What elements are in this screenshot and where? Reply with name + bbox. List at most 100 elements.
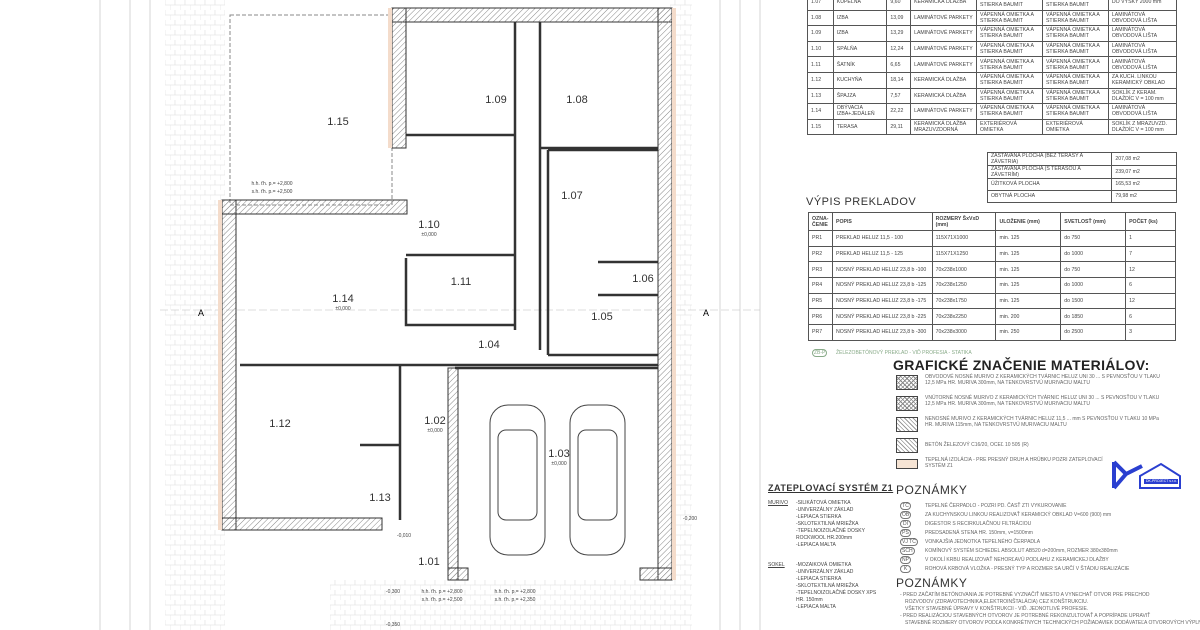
table-cell: 1.10: [807, 40, 834, 58]
notes-title: POZNÁMKY: [896, 576, 968, 590]
table-cell: SOKLÍK Z MRAZUVZD. DLAŽDÍC V = 100 mm: [1107, 118, 1178, 136]
table-cell: PR5: [808, 292, 833, 310]
material-label: VNÚTORNÉ NOSNÉ MURIVO Z KERAMICKÝCH TVÁR…: [925, 395, 1160, 407]
terrace-outline: [229, 14, 393, 206]
room-label: 1.07: [561, 190, 582, 202]
note-text: KOMÍNOVÝ SYSTÉM SCHIEDEL ABSOLUT AB520 d…: [925, 548, 1118, 554]
room-label: 1.06: [632, 273, 653, 285]
column-header: OZNA-ČENIE: [808, 212, 833, 231]
table-cell: do 2500: [1060, 324, 1127, 341]
interior-walls: [240, 22, 658, 520]
note-symbol: OB: [900, 511, 912, 519]
insulation-layer: -UNIVERZÁLNY ZÁKLAD: [796, 507, 854, 513]
table-cell: ŠATNÍK: [832, 56, 888, 73]
room-label: 1.14: [332, 293, 353, 305]
table-cell: do 1000: [1060, 277, 1127, 294]
note-symbol: TČ: [900, 502, 911, 510]
insulation-layer: -SILIKÁTOVÁ OMIETKA: [796, 500, 851, 506]
table-cell: SOKLÍK Z KERAM. DLAŽDÍC V = 100 mm: [1107, 87, 1178, 105]
table-cell: 70x238x1750: [931, 292, 997, 310]
table-cell: do 750: [1060, 261, 1127, 279]
table-cell: 6: [1125, 277, 1176, 294]
table-cell: do 1500: [1060, 292, 1127, 310]
table-cell: NOSNÝ PREKLAD HELUZ 23,8 b -125: [831, 277, 933, 294]
table-cell: 1: [1125, 230, 1176, 247]
insulation-layer: HR. 150mm: [796, 597, 823, 603]
table-cell: VÁPENNÁ OMIETKA A STIERKA BAUMIT: [1041, 40, 1109, 58]
table-cell: SPÁLŇA: [832, 40, 888, 58]
materials-title: GRAFICKÉ ZNAČENIE MATERIÁLOV:: [893, 357, 1150, 373]
table-cell: ŠPAJZA: [832, 87, 888, 105]
table-cell: VÁPENNÁ OMIETKA A STIERKA BAUMIT: [976, 103, 1043, 120]
lintel-footnote: ŽELEZOBETÓNOVÝ PREKLAD - VIĎ PROFESIA - …: [836, 350, 972, 356]
table-cell: ÚŽITKOVÁ PLOCHA: [986, 178, 1113, 191]
insulation-layer: -TEPELNOIZOLAČNÉ DOSKY: [796, 528, 865, 534]
room-label: 1.12: [269, 418, 290, 430]
table-cell: NOSNÝ PREKLAD HELUZ 23,8 b -175: [831, 292, 933, 310]
room-label: 1.02: [424, 415, 445, 427]
note-text: VONKAJŠIA JEDNOTKA TEPELNÉHO ČERPADLA: [925, 539, 1041, 545]
note-symbol: K: [900, 565, 911, 573]
insulation-layer: -LEPIACA STIERKA: [796, 576, 842, 582]
table-cell: ZA KUCH. LINKOU KERAMICKÝ OBKLAD: [1107, 71, 1178, 89]
table-cell: VÁPENNÁ OMIETKA A STIERKA BAUMIT: [976, 9, 1043, 27]
table-cell: 7,57: [886, 87, 912, 105]
table-cell: PR2: [808, 245, 833, 263]
room-label: 1.10: [418, 219, 439, 231]
table-cell: KERAMICKÁ DLAŽBA: [910, 87, 978, 105]
car-icon: [489, 404, 626, 556]
table-cell: IZBA: [832, 9, 888, 27]
insulation-layer: -TEPELNOIZOLAČNÉ DOSKY XPS: [796, 590, 877, 596]
table-cell: LAMINÁTOVÉ PARKETY: [910, 40, 978, 58]
lintel-symbol: ŽB-P: [812, 349, 828, 357]
room-label: 1.13: [369, 492, 390, 504]
note-text: ROHOVÁ KRBOVÁ VLOŽKA - PRESNÝ TYP A ROZM…: [925, 566, 1130, 572]
table-cell: 70x238x1250: [931, 277, 997, 294]
note-text: PREDSADENÁ STENA HR. 150mm, v=1500mm: [925, 530, 1033, 536]
height-label: h.h. ťh. p.= +2,800: [494, 589, 535, 595]
table-cell: LAMINÁTOVÉ PARKETY: [910, 103, 978, 120]
table-cell: KERAMICKÁ DLAŽBA MRAZUVZDORNÁ: [910, 118, 978, 136]
table-cell: 13,09: [886, 9, 912, 27]
column-header: ULOŽENIE (mm): [995, 212, 1062, 231]
level-label: -0,300: [386, 589, 400, 595]
level-label: ±0,000: [335, 306, 350, 312]
material-label: TEPELNÁ IZOLÁCIA - PRE PRESNÝ DRUH A HRÚ…: [925, 457, 1103, 469]
column-header: SVETLOSŤ (mm): [1060, 212, 1127, 231]
table-cell: PR7: [808, 324, 833, 341]
table-cell: 70x238x3000: [931, 324, 997, 341]
table-cell: 1.08: [807, 9, 834, 27]
table-cell: NOSNÝ PREKLAD HELUZ 23,8 b -225: [831, 308, 933, 326]
table-cell: 115X71X1000: [931, 230, 997, 247]
summary-row: ZASTAVANÁ PLOCHA (BEZ TERASY A ZÁVETRIA)…: [986, 152, 1177, 166]
section-mark: A: [198, 308, 204, 318]
table-cell: 22,22: [886, 103, 912, 120]
level-label: -0,350: [386, 622, 400, 628]
table-cell: min. 125: [995, 261, 1062, 279]
table-cell: ZASTAVANÁ PLOCHA (S TERASOU A ZÁVETRÍM): [986, 165, 1113, 179]
table-cell: KÚPEĽŇA: [832, 0, 888, 11]
table-cell: VÁPENNÁ OMIETKA A STIERKA BAUMIT: [1041, 71, 1109, 89]
room-label: 1.03: [548, 448, 569, 460]
table-cell: VÁPENNÁ OMIETKA A STIERKA BAUMIT: [1041, 0, 1109, 11]
table-cell: 12,24: [886, 40, 912, 58]
table-cell: 1.09: [807, 25, 834, 42]
room-label: 1.09: [485, 94, 506, 106]
table-cell: min. 250: [995, 324, 1062, 341]
table-cell: KERAMICKÁ DLAŽBA: [910, 71, 978, 89]
room-label: 1.05: [591, 311, 612, 323]
table-cell: 239,07 m2: [1111, 165, 1177, 179]
table-cell: VÁPENNÁ OMIETKA A STIERKA BAUMIT: [976, 40, 1043, 58]
height-label: s.h. ťh. p.= +2,500: [422, 597, 463, 603]
note-text: ZA KUCHYNSKOU LINKOU REALIZOVAŤ KERAMICK…: [925, 512, 1112, 518]
company-logo: DK-PROJECT s.r.o.: [1112, 460, 1182, 492]
level-label: ±0,000: [551, 461, 566, 467]
